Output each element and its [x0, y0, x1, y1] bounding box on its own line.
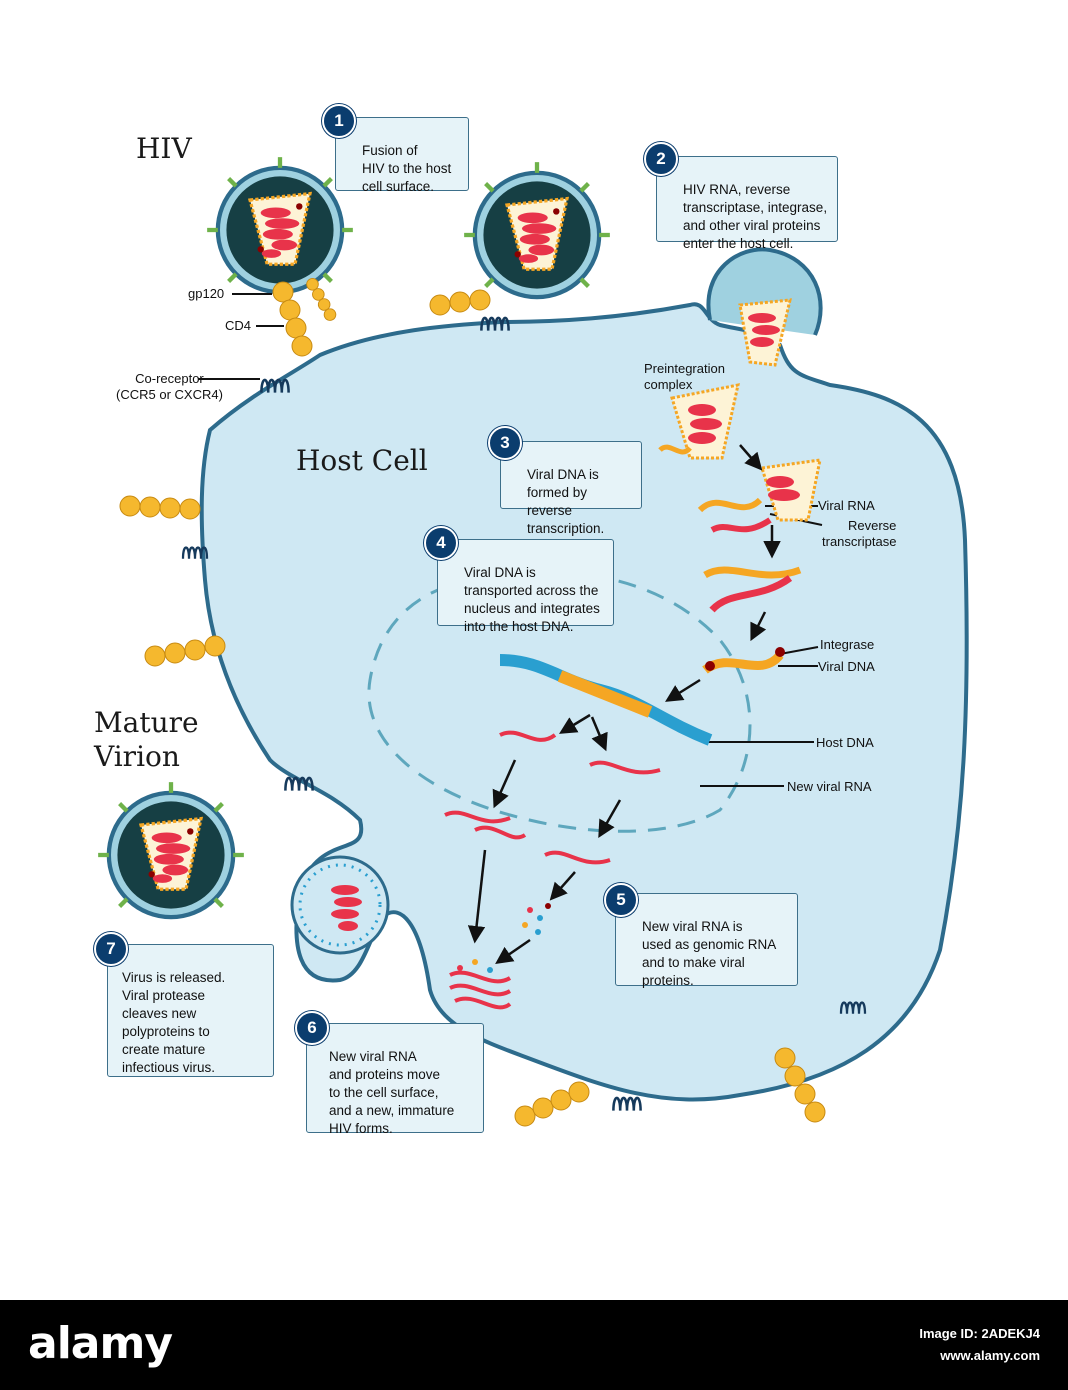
cd4-receptor-chain	[272, 281, 313, 357]
cd4-receptor-left-2	[144, 635, 226, 667]
rna-dna-hybrid	[703, 566, 802, 613]
cd4-label: CD4	[225, 318, 252, 333]
step-5-text: New viral RNA is used as genomic RNA and…	[642, 919, 777, 988]
mature-virion	[98, 782, 244, 917]
step-4-badge: 4	[424, 526, 458, 560]
step-1-text: Fusion of HIV to the host cell surface.	[362, 143, 452, 194]
cd4-receptor	[304, 275, 339, 324]
step-2-text: HIV RNA, reverse transcriptase, integras…	[683, 182, 828, 251]
step-7-badge: 7	[94, 932, 128, 966]
viral-protein-dots	[457, 903, 551, 973]
step-2-box: HIV RNA, reverse transcriptase, integras…	[656, 156, 838, 251]
preintegration-complex-label: Preintegration complex	[644, 361, 725, 392]
step-1-box: Fusion of HIV to the host cell surface.	[335, 117, 469, 194]
cd4-receptor-chain-2	[429, 289, 491, 316]
step-5-badge: 5	[604, 883, 638, 917]
step-2-badge: 2	[644, 142, 678, 176]
step-3-text: Viral DNA is formed by reverse transcrip…	[527, 467, 605, 536]
cd4-receptor-bottom	[514, 1081, 590, 1127]
image-id: Image ID: 2ADEKJ4	[919, 1326, 1040, 1341]
site-url: www.alamy.com	[940, 1348, 1040, 1363]
hiv-title: HIV	[136, 132, 192, 165]
coreceptor-coil-5	[612, 1096, 642, 1112]
flow-arrows	[467, 444, 781, 964]
entering-virion-bud	[706, 247, 823, 336]
viral-dna-label: Viral DNA	[818, 659, 875, 674]
new-viral-rna-label: New viral RNA	[787, 779, 872, 794]
step-6-box: New viral RNA and proteins move to the c…	[306, 1023, 484, 1136]
budding-immature-virion	[290, 855, 390, 955]
viral-rna-label: Viral RNA	[818, 498, 875, 513]
integrase-label: Integrase	[820, 637, 875, 652]
gp120-label: gp120	[188, 286, 225, 301]
step-6-badge: 6	[295, 1011, 329, 1045]
hiv-virion-free	[207, 157, 353, 292]
preintegration-complex	[658, 383, 740, 460]
host-dna	[499, 654, 713, 746]
reverse-transcriptase-label: Reverse transcriptase	[822, 518, 897, 549]
coreceptor-label: Co-receptor (CCR5 or CXCR4)	[116, 371, 223, 402]
step-7-box: Virus is released. Viral protease cleave…	[107, 944, 274, 1077]
mature-virion-title: Mature Virion	[94, 706, 199, 773]
nucleus-boundary	[367, 570, 752, 833]
alamy-logo: alamy	[28, 1318, 173, 1369]
step-3-box: Viral DNA is formed by reverse transcrip…	[500, 441, 642, 536]
hiv-virion-fusing	[464, 162, 610, 297]
diagram-canvas	[0, 0, 969, 1127]
step-4-text: Viral DNA is transported across the nucl…	[464, 565, 600, 634]
preintegration-complex-entering	[738, 298, 792, 367]
hiv-lifecycle-diagram: HIV Host Cell Mature Virion Fusion of HI…	[0, 0, 969, 1136]
cd4-receptor-left	[119, 495, 201, 520]
step-1-badge: 1	[322, 104, 356, 138]
step-5-box: New viral RNA is used as genomic RNA and…	[615, 893, 798, 988]
host-dna-label: Host DNA	[816, 735, 874, 750]
cd4-receptor-bottom-right	[774, 1047, 826, 1123]
step-7-text: Virus is released. Viral protease cleave…	[122, 970, 226, 1075]
viral-dna-strand	[702, 647, 785, 674]
host-cell-title: Host Cell	[296, 444, 428, 477]
step-4-box: Viral DNA is transported across the nucl…	[437, 539, 614, 634]
new-viral-rna-strands	[444, 730, 661, 1010]
reverse-transcription-complex	[697, 458, 822, 533]
host-cell-membrane	[199, 302, 969, 1102]
step-3-badge: 3	[488, 426, 522, 460]
step-6-text: New viral RNA and proteins move to the c…	[329, 1049, 455, 1136]
footer-bar	[0, 1300, 1068, 1390]
